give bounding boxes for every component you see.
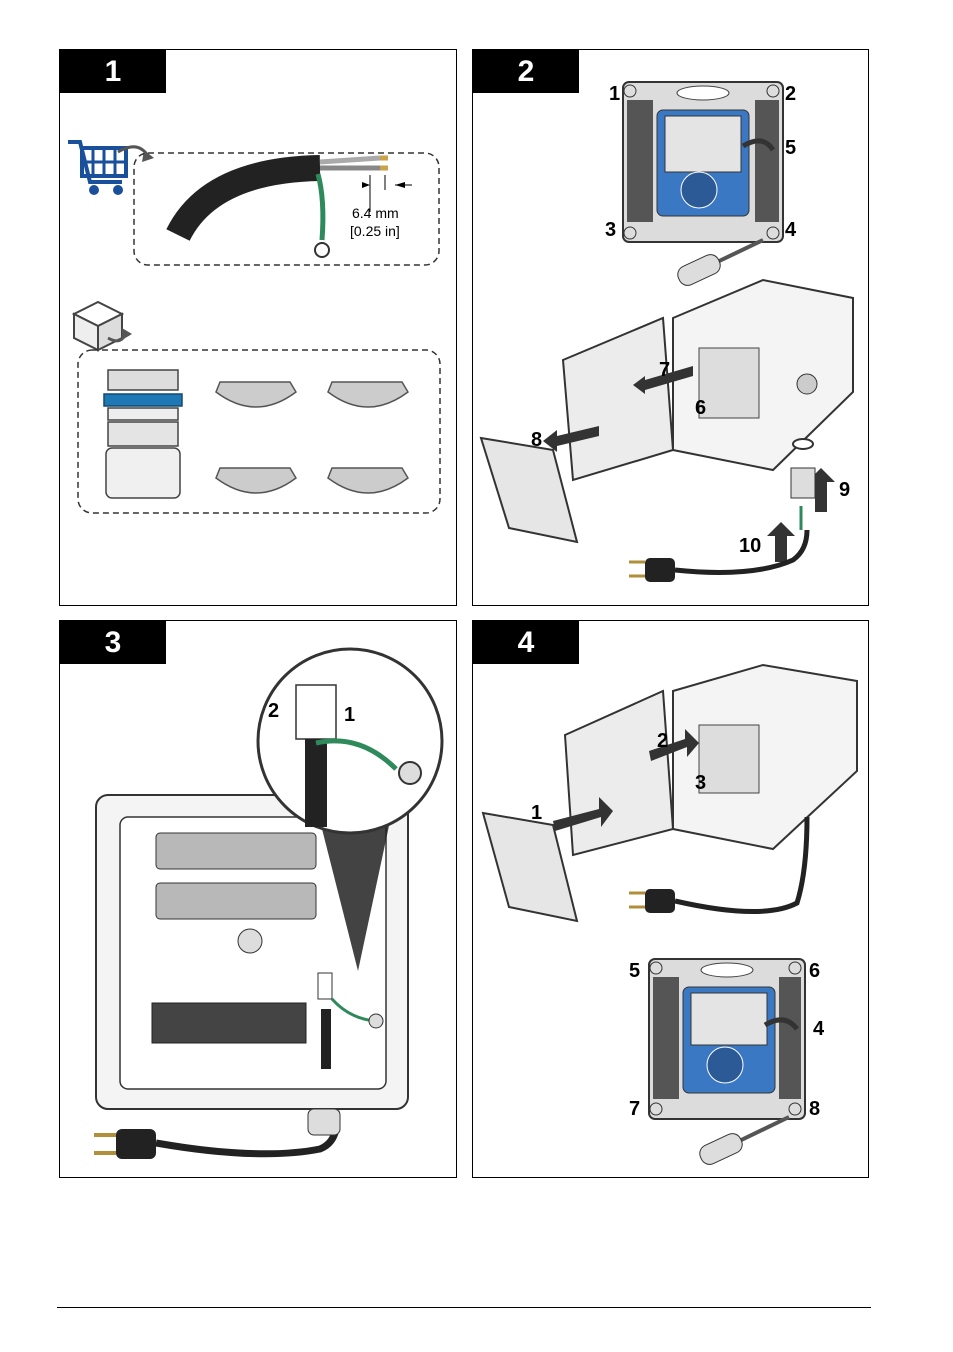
- step-1-panel: 1 6.4 mm [0.25 in]: [59, 49, 457, 606]
- ground-wire: [318, 174, 323, 240]
- open-enclosure: [565, 665, 857, 855]
- step-4-panel: 4: [472, 620, 869, 1178]
- callout-5: 5: [629, 960, 640, 982]
- gland-parts: [791, 439, 815, 530]
- step-2-illustration: 1 2 3 4 5 6 7 8 9 10: [473, 50, 869, 606]
- callout-4: 4: [785, 219, 797, 241]
- callout-4: 4: [813, 1018, 825, 1040]
- callout-2: 2: [657, 730, 668, 752]
- callout-1: 1: [344, 704, 355, 726]
- screwdriver-icon: [675, 240, 763, 288]
- sealing-plug: [216, 382, 408, 493]
- cover-panel: [481, 438, 577, 542]
- step-3-panel: 3 2 1: [59, 620, 457, 1178]
- callout-3: 3: [695, 772, 706, 794]
- callout-3: 3: [605, 219, 616, 241]
- strain-relief-fitting: [104, 370, 182, 498]
- screwdriver-icon: [697, 1117, 789, 1167]
- callout-8: 8: [531, 429, 542, 451]
- controller-front: [649, 959, 805, 1119]
- power-cable: [178, 168, 320, 235]
- callout-5: 5: [785, 137, 796, 159]
- callout-7: 7: [659, 359, 670, 381]
- callout-2: 2: [785, 83, 796, 105]
- step-4-illustration: 1 2 3 4 5 6 7 8: [473, 621, 869, 1178]
- callout-2: 2: [268, 700, 279, 722]
- dimension-in: [0.25 in]: [350, 223, 400, 239]
- cover-panel: [483, 813, 577, 921]
- callout-9: 9: [839, 479, 850, 501]
- controller-front: [623, 82, 783, 242]
- step-2-panel: 2: [472, 49, 869, 606]
- callout-10: 10: [739, 535, 761, 557]
- callout-7: 7: [629, 1098, 640, 1120]
- callout-8: 8: [809, 1098, 820, 1120]
- ring-terminal: [315, 243, 329, 257]
- callout-6: 6: [695, 397, 706, 419]
- power-plug-icon: [94, 1109, 340, 1159]
- step-3-illustration: 2 1: [60, 621, 457, 1178]
- callout-6: 6: [809, 960, 820, 982]
- step-1-illustration: 6.4 mm [0.25 in]: [60, 50, 457, 606]
- footer-rule: [57, 1307, 871, 1308]
- shopping-cart-icon: [68, 142, 154, 195]
- dimension-mm: 6.4 mm: [352, 205, 399, 221]
- callout-1: 1: [531, 802, 542, 824]
- open-enclosure: [563, 280, 853, 480]
- callout-1: 1: [609, 83, 620, 105]
- box-icon: [74, 302, 132, 350]
